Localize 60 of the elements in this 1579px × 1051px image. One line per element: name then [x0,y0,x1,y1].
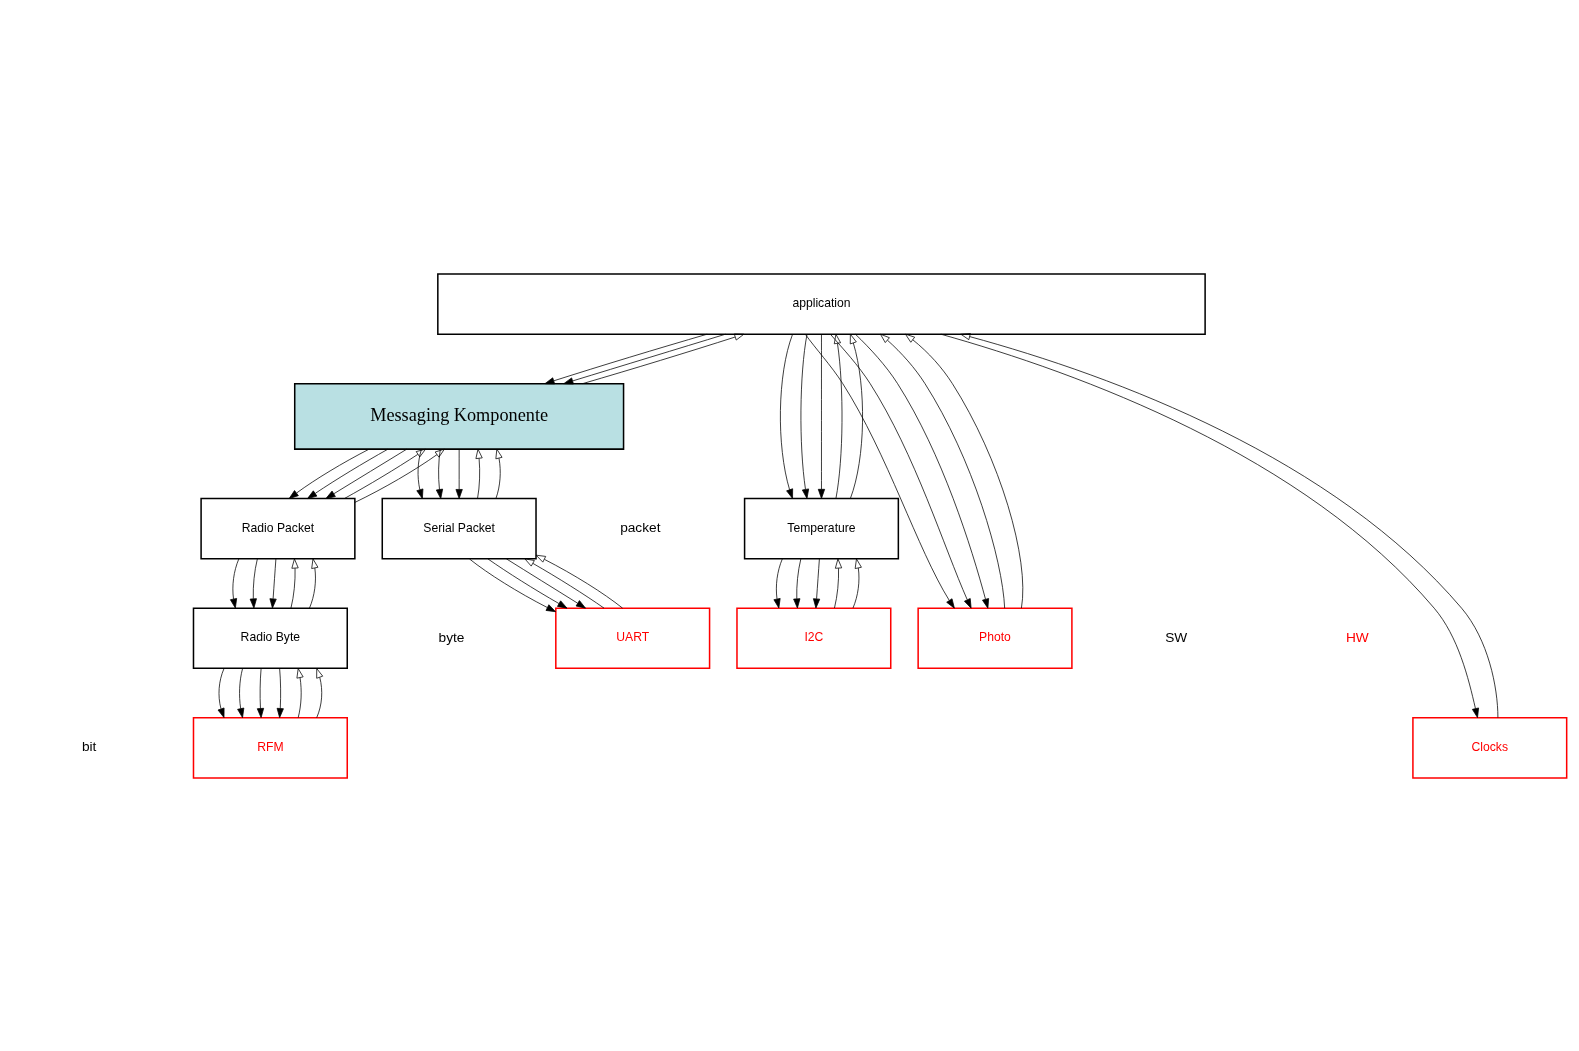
arrow [290,558,299,608]
arrow [852,558,862,608]
node-box: Radio Packet [200,497,356,559]
arrow [813,558,821,608]
arrow [834,558,843,608]
arrow [469,558,556,612]
arrow [833,333,843,499]
arrow [829,333,972,609]
arrow [249,558,258,608]
arrow [217,667,225,718]
node-box: RFM [192,716,348,779]
arrow [817,333,826,499]
node-box: Temperature [743,497,900,559]
arrow [325,448,408,499]
arrow [804,333,955,609]
arrow [269,558,277,608]
arrow [296,667,304,718]
node-box: I2C [736,606,892,669]
arrow [880,333,1006,609]
node-box: Serial Packet [381,497,537,559]
label: SW [1165,629,1188,645]
node-box: application [437,272,1206,335]
label: HW [1345,629,1369,645]
arrow [563,333,726,384]
label: byte [438,629,465,645]
arrow [256,667,265,718]
arrow [455,448,463,499]
arrow [505,557,586,608]
arrow [524,557,605,608]
arrow [487,557,568,608]
node-box: Clocks [1412,716,1568,779]
arrow [237,667,245,718]
label: packet [620,519,661,535]
arrow [475,448,483,499]
arrow [793,558,802,608]
arrow [905,333,1024,609]
arrow [316,667,324,718]
arrow [773,558,783,608]
node-box: Radio Byte [192,606,348,669]
arrow [416,448,424,499]
arrow [780,333,794,499]
arrow [435,448,444,499]
node-box: Messaging Komponente [293,382,625,450]
node-box: Photo [917,606,1073,669]
arrow [582,333,745,384]
arrow [849,333,863,499]
arrow [309,558,319,608]
arrow [354,448,445,503]
arrow [307,448,389,499]
arrow [288,448,370,499]
arrow [535,554,623,608]
arrow [544,333,708,384]
arrow [800,333,810,499]
node-box: UART [555,606,711,669]
arrow [855,333,989,609]
label: bit [81,738,97,754]
arrow [230,558,240,608]
arrow [276,667,284,718]
arrow [495,448,503,499]
arrow [343,448,426,499]
